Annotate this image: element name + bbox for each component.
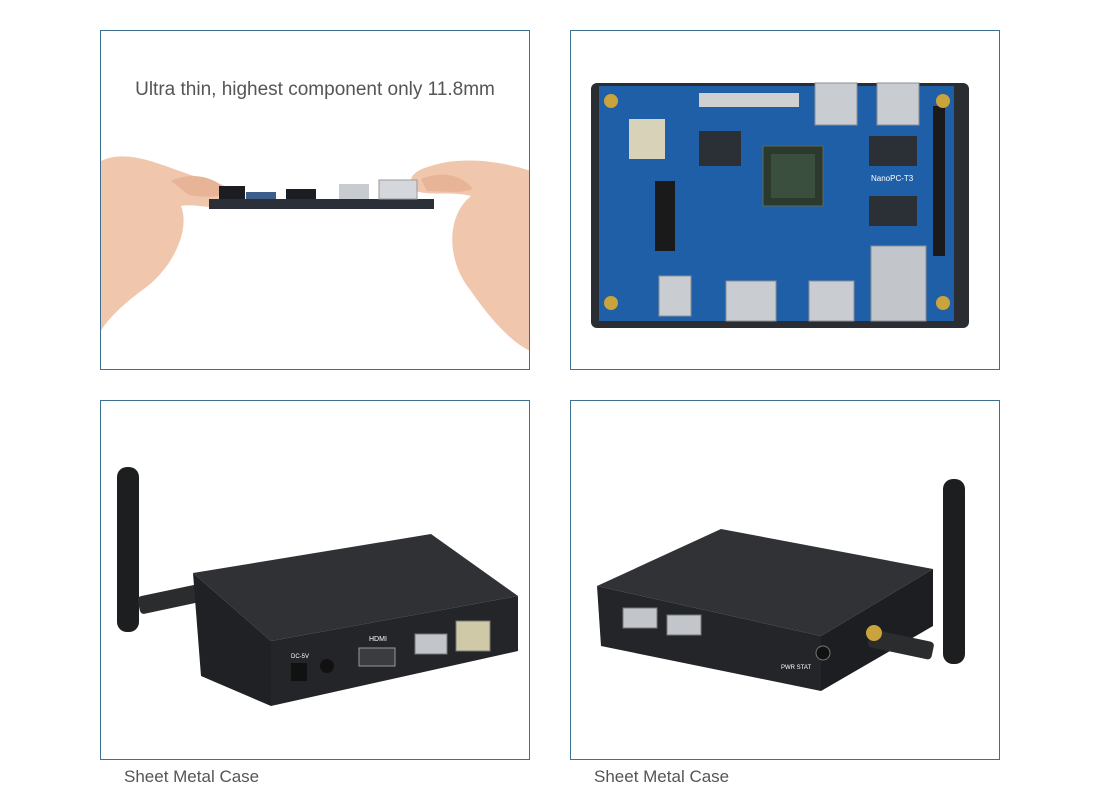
thin-board-caption: Ultra thin, highest component only 11.8m… <box>135 79 495 100</box>
board-top-photo: NanoPC-T3 <box>570 30 1000 370</box>
hands-holding-board-illustration <box>101 156 529 351</box>
power-port-label: DC-5V <box>291 654 309 660</box>
antenna-icon <box>943 479 965 664</box>
pwr-stat-label: PWR STAT <box>781 665 811 671</box>
antenna-icon <box>117 467 139 632</box>
case-front-photo: PWR STAT <box>570 400 1000 760</box>
case-front-caption: Sheet Metal Case <box>594 767 730 786</box>
board-top-illustration: NanoPC-T3 <box>591 82 969 328</box>
case-front-illustration: PWR STAT <box>597 479 965 691</box>
case-back-caption: Sheet Metal Case <box>124 767 260 786</box>
thin-board-photo: Ultra thin, highest component only 11.8m… <box>100 30 530 370</box>
board-model-label: NanoPC-T3 <box>871 174 914 183</box>
board-connector <box>219 186 245 199</box>
case-back-illustration: HDMI DC-5V <box>117 467 518 706</box>
hdmi-port-label: HDMI <box>369 636 387 643</box>
case-back-photo: HDMI DC-5V <box>100 400 530 760</box>
